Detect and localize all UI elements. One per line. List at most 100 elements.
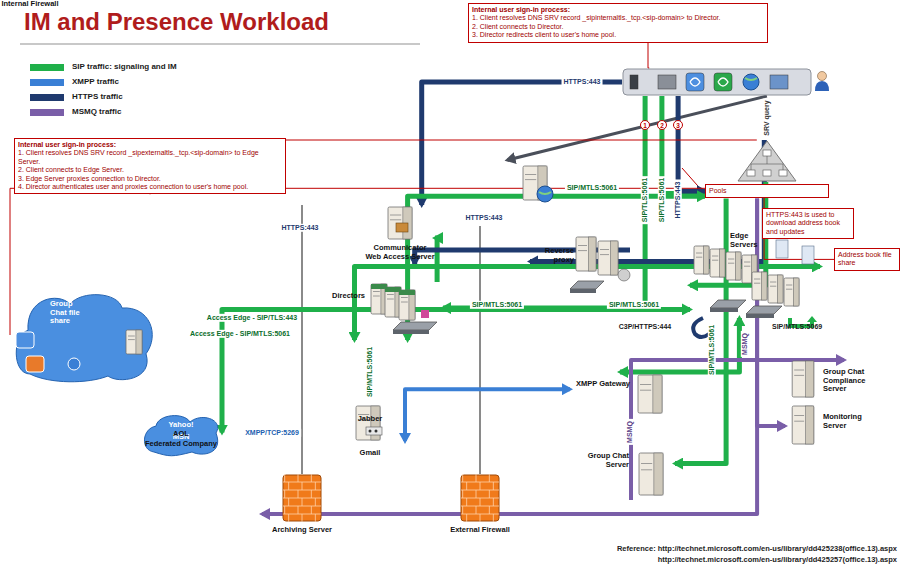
- srv-icon: [631, 452, 671, 496]
- edge-label: MSMQ: [741, 331, 749, 357]
- callout-number: 1: [640, 120, 650, 130]
- connector: [222, 309, 690, 432]
- client-icon: [622, 68, 832, 96]
- srv-node: Group Chat Server: [565, 448, 675, 500]
- tri-node: [737, 140, 797, 182]
- client-node: [622, 68, 832, 96]
- node-label: AOL: [140, 430, 222, 439]
- edge-label: SIP/MTLS:5061: [607, 301, 661, 309]
- callout-text: Address book file share: [838, 251, 896, 268]
- cloud-node: Group Chat file share: [10, 288, 158, 382]
- title-rule: [20, 43, 420, 45]
- callout-text: 2. Client connects to Edge Server.: [18, 166, 282, 174]
- node: Internal Firewall: [0, 0, 60, 30]
- node-label: Yahoo!: [140, 421, 222, 430]
- node-label: Directors: [325, 292, 365, 301]
- reference-text: Reference: http://technet.microsoft.com/…: [617, 544, 897, 553]
- cloud-icon: [10, 288, 158, 382]
- callout-number: 3: [673, 120, 683, 130]
- gw-icon: [352, 405, 388, 443]
- cloud2-node: Yahoo!MSNAOLFederated Company: [140, 410, 222, 456]
- edge-label: SIP/TLS:5061: [658, 176, 666, 224]
- edge-label: SIP/MTLS:5061: [366, 345, 374, 399]
- legend-text: MSMQ traffic: [72, 107, 121, 116]
- legend-text: HTTPS traffic: [72, 92, 123, 101]
- callout-text: Internal user sign-in process:: [472, 6, 764, 14]
- dirs-node: Reverse proxy: [530, 235, 630, 295]
- port-label: SIP/MTLS:5069: [772, 323, 822, 331]
- legend-swatch: [30, 109, 64, 116]
- node-label: Group Chat Server: [565, 452, 629, 469]
- connector: [675, 198, 726, 463]
- srv-icon: [630, 374, 670, 414]
- connector: [435, 238, 437, 282]
- srv-node: Monitoring Server: [785, 405, 885, 447]
- callout-text: 2. Client connects to Director.: [472, 23, 764, 31]
- connector: [530, 140, 764, 261]
- callout-box: Address book file share: [834, 248, 900, 271]
- connector: [405, 389, 570, 441]
- edge-label: SIP/MTLS:5061: [565, 184, 619, 192]
- node-label: Internal Firewall: [0, 0, 60, 9]
- legend-swatch: [30, 64, 64, 71]
- callout-text: 4. Director authenticates user and proxi…: [18, 183, 282, 191]
- node-label: Archiving Server: [262, 526, 342, 535]
- gw-node: GmailJabber: [335, 405, 405, 477]
- callout-text: 1. Client resolves DNS SRV record _sipex…: [18, 149, 282, 166]
- callout-number: 2: [657, 120, 667, 130]
- legend-text: SIP traffic: signaling and IM: [72, 62, 177, 71]
- callout-box: Pools: [705, 184, 829, 198]
- connector: [678, 96, 705, 191]
- edge-label: HTTPS:443: [562, 78, 603, 86]
- edge-label: Access Edge - SIP/MTLS:5061: [188, 330, 292, 338]
- edge-label: HTTPS:443: [674, 180, 682, 221]
- connector: [262, 198, 757, 514]
- firewall-line: [479, 226, 481, 474]
- callout-box: HTTPS:443 is used to download address bo…: [762, 208, 854, 239]
- callout-box: Internal user sign-in process:1. Client …: [468, 3, 768, 43]
- node-label: Reverse proxy: [530, 247, 574, 264]
- callout-text: Internal user sign-in process:: [18, 141, 282, 149]
- connector: [422, 82, 622, 205]
- node-label: Communicator Web Access Server: [365, 244, 435, 261]
- callout-text: 3. Edge Server proxies connection to Dir…: [18, 175, 282, 183]
- pools-icon: [690, 240, 820, 318]
- diagram-title: IM and Presence Workload: [24, 8, 329, 36]
- srv-icon: [785, 360, 821, 398]
- fw-node: Archiving Server: [262, 474, 342, 554]
- arrow-head: [807, 316, 817, 322]
- tri-icon: [737, 140, 797, 182]
- node-label: Monitoring Server: [823, 413, 883, 430]
- c3p-curl: [693, 318, 709, 337]
- legend-swatch: [30, 94, 64, 101]
- connector: [508, 96, 767, 160]
- srv-node: Group Chat Compliance Server: [785, 360, 885, 400]
- edge-node: Directors: [325, 282, 443, 340]
- dirs-icon: [574, 235, 630, 295]
- firewall-line: [301, 205, 303, 474]
- port-label: C3P/HTTPS:444: [619, 323, 672, 331]
- edge-icon: [365, 282, 443, 336]
- connector: [443, 96, 645, 308]
- edge-label: SRV query: [763, 98, 771, 137]
- connector: [662, 96, 705, 194]
- edge-label: XMPP/TCP:5269: [243, 429, 301, 437]
- fw-node: External Firewall: [440, 474, 520, 554]
- reference-text: http://technet.microsoft.com/en-us/libra…: [658, 555, 897, 564]
- edge-label: HTTPS:443: [280, 224, 321, 232]
- node-label: External Firewall: [440, 526, 520, 535]
- node-label: XMPP Gateway: [570, 380, 630, 389]
- edge-label: SIP/MTLS:5061: [470, 301, 524, 309]
- fw-icon: [282, 474, 322, 522]
- cwa-node: [455, 160, 560, 210]
- callout-text: HTTPS:443 is used to download address bo…: [766, 211, 850, 236]
- callout-box: Internal user sign-in process:1. Client …: [14, 138, 286, 194]
- legend-text: XMPP traffic: [72, 77, 119, 86]
- callout-text: Pools: [709, 187, 825, 195]
- edge-label: SIP/TLS:5061: [641, 176, 649, 224]
- callout-text: 1. Client resolves DNS SRV record _sipin…: [472, 14, 764, 22]
- cwa-icon: [519, 164, 559, 206]
- node-label: Federated Company: [140, 440, 222, 449]
- edge-label: HTTPS:443: [464, 214, 505, 222]
